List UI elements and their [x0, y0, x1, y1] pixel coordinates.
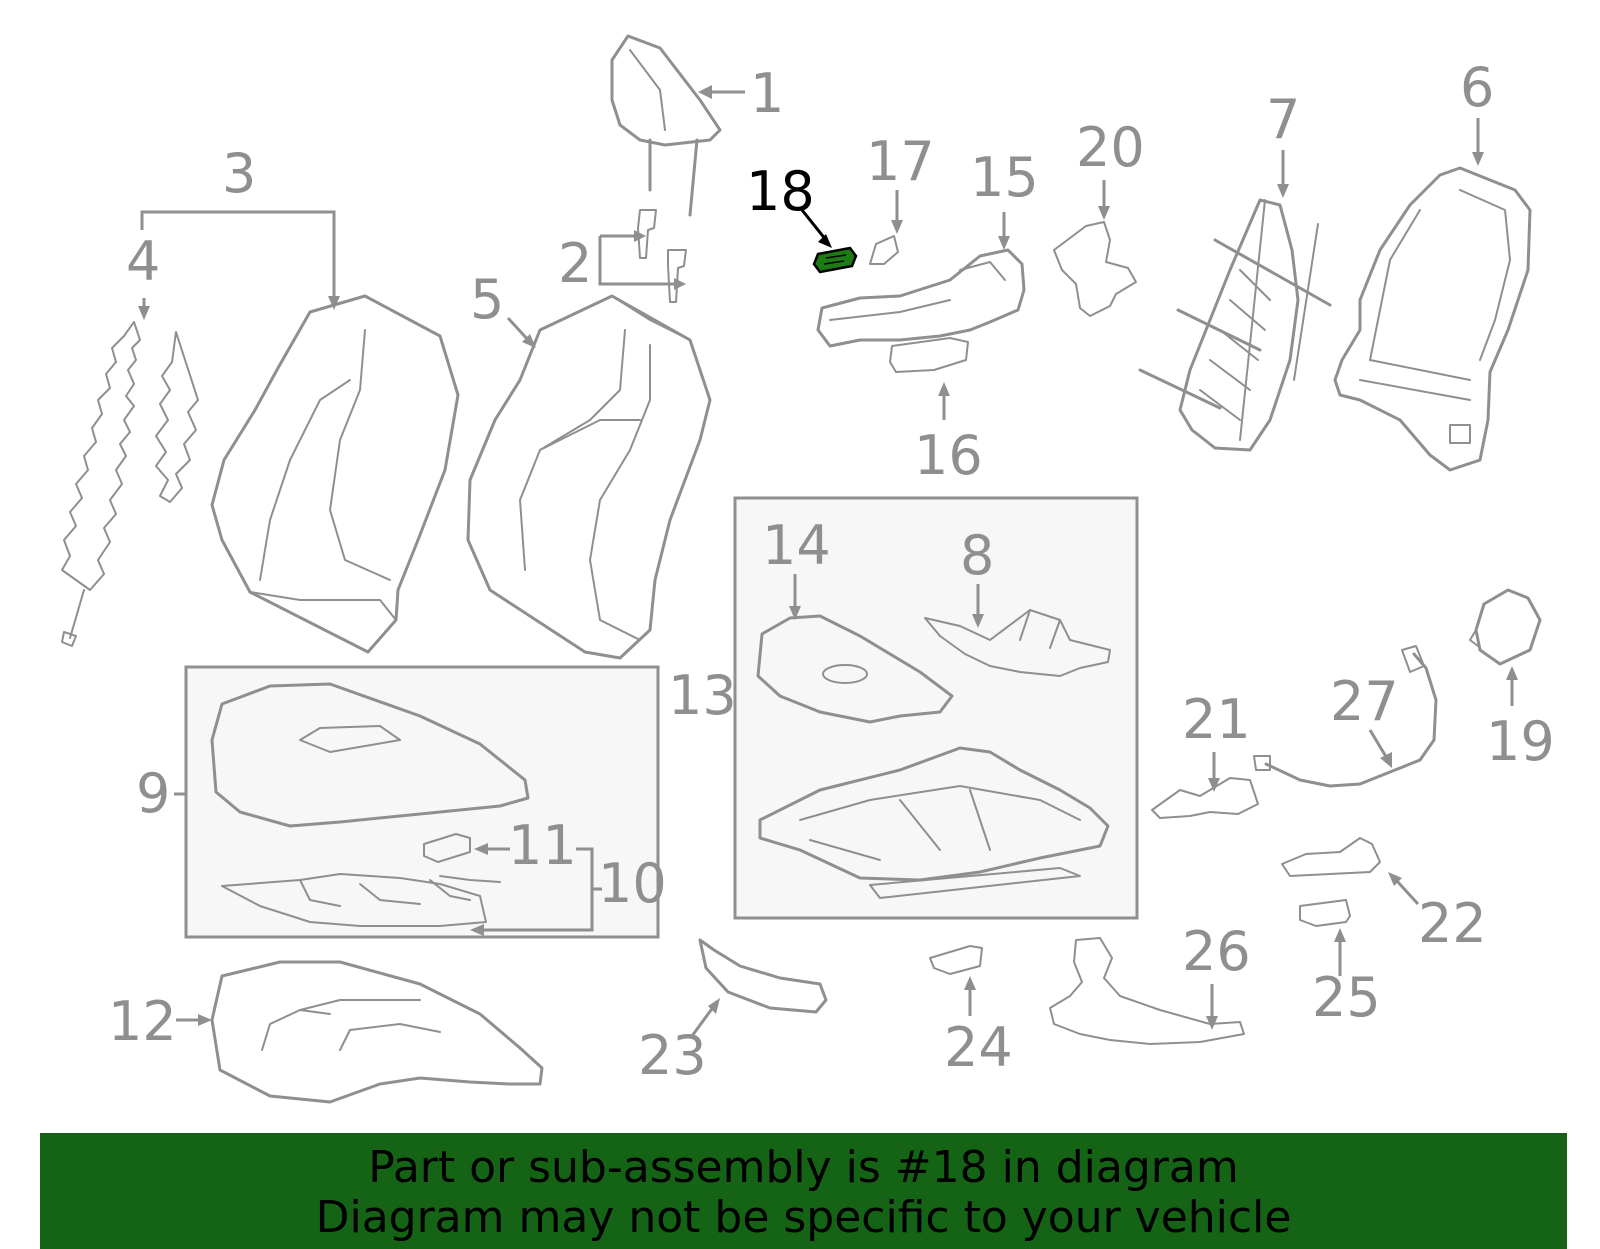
group-box-9	[184, 665, 660, 939]
callout-18: 18	[746, 160, 815, 223]
part-22[interactable]	[1281, 837, 1381, 877]
part-10-mat[interactable]	[221, 873, 501, 927]
banner-line-2: Diagram may not be specific to your vehi…	[315, 1192, 1292, 1243]
callout-25: 25	[1312, 966, 1381, 1029]
callout-5: 5	[470, 268, 504, 331]
callout-8: 8	[960, 524, 994, 587]
part-2-guides[interactable]	[637, 209, 687, 303]
callout-20: 20	[1076, 116, 1145, 179]
part-11[interactable]	[423, 833, 471, 863]
part-15[interactable]	[816, 248, 1026, 348]
part-17[interactable]	[869, 235, 899, 265]
part-25[interactable]	[1299, 899, 1351, 927]
callout-1: 1	[750, 62, 784, 125]
callout-21: 21	[1182, 688, 1251, 751]
part-4-heater[interactable]	[61, 321, 199, 647]
leader-lines	[138, 85, 1518, 1037]
callout-3: 3	[222, 142, 256, 205]
part-8[interactable]	[924, 609, 1111, 677]
callout-7: 7	[1266, 88, 1300, 151]
callout-10: 10	[598, 852, 667, 915]
part-5-back-pad[interactable]	[466, 294, 712, 660]
part-27-harness[interactable]	[1253, 645, 1438, 788]
part-12-cushion-pad[interactable]	[210, 960, 544, 1104]
callout-16: 16	[914, 424, 983, 487]
callout-4: 4	[126, 230, 160, 293]
part-20[interactable]	[1053, 221, 1137, 317]
group-box-13	[733, 496, 1139, 920]
callout-2: 2	[558, 232, 592, 295]
part-14[interactable]	[756, 614, 954, 724]
callout-14: 14	[762, 514, 831, 577]
part-3-back-cover[interactable]	[210, 294, 460, 654]
callout-22: 22	[1418, 892, 1487, 955]
callout-6: 6	[1460, 56, 1494, 119]
part-19[interactable]	[1469, 588, 1542, 666]
part-21[interactable]	[1151, 777, 1259, 819]
callout-12: 12	[108, 990, 177, 1053]
callout-27: 27	[1330, 670, 1399, 733]
callout-13: 13	[668, 664, 737, 727]
part-7-lumbar[interactable]	[1138, 198, 1332, 452]
part-26[interactable]	[1049, 937, 1245, 1045]
callout-11: 11	[508, 814, 577, 877]
callout-23: 23	[638, 1024, 707, 1087]
info-banner: Part or sub-assembly is #18 in diagram D…	[40, 1133, 1567, 1249]
callout-15: 15	[970, 146, 1039, 209]
callout-19: 19	[1486, 710, 1555, 773]
part-23[interactable]	[698, 938, 828, 1014]
part-24[interactable]	[929, 945, 983, 975]
callout-9: 9	[136, 762, 170, 825]
callout-17: 17	[866, 130, 935, 193]
part-18-highlighted[interactable]	[812, 246, 858, 274]
part-16[interactable]	[889, 337, 969, 373]
callout-24: 24	[944, 1016, 1013, 1079]
part-6-back-frame[interactable]	[1333, 166, 1532, 472]
part-13-seat-frame[interactable]	[758, 746, 1110, 899]
banner-line-1: Part or sub-assembly is #18 in diagram	[368, 1142, 1239, 1193]
part-1-headrest[interactable]	[610, 34, 722, 217]
part-9-cushion[interactable]	[210, 682, 530, 828]
callout-26: 26	[1182, 920, 1251, 983]
